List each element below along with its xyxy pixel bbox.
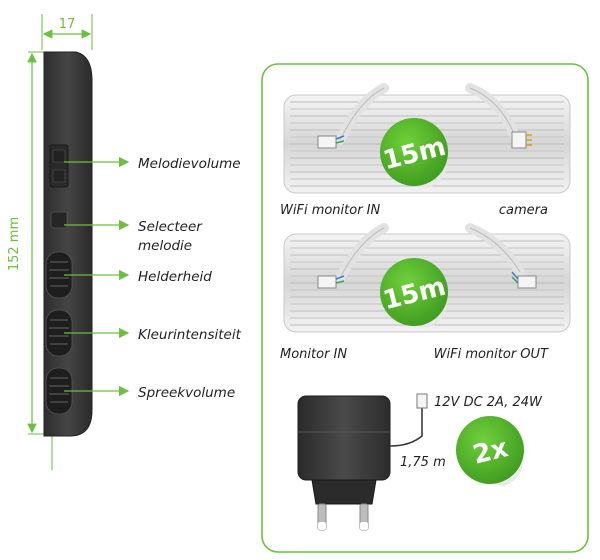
length-badge-2: 15m [380,258,449,328]
label-select-melody-2: melodie [138,238,192,254]
connector-plug-left-2 [317,275,337,289]
select-melody-button [50,211,68,229]
length-badge-1: 15m [380,118,449,188]
width-dimension-label: 17 [59,17,76,32]
adapter-spec: 12V DC 2A, 24W [434,395,543,410]
label-melody-volume: Melodievolume [138,156,241,172]
power-adapter [297,393,428,531]
connector-plug-right-2 [517,275,537,289]
label-brightness: Helderheid [138,269,212,285]
brightness-wheel [45,251,73,299]
connector-plug-left-1 [317,135,337,149]
label-select-melody-1: Selecteer [138,219,203,235]
dc-connector [416,393,428,409]
connector-plug-right-1 [511,131,527,149]
color-intensity-wheel [45,309,73,357]
cable-2-left-label: Monitor IN [280,347,347,362]
quantity-badge: 2x [456,416,524,486]
callout-speech-volume: Spreekvolume [64,385,235,401]
label-color-intensity: Kleurintensiteit [138,327,242,343]
label-speech-volume: Spreekvolume [138,385,235,401]
cable-2-right-label: WiFi monitor OUT [434,347,549,362]
callout-color-intensity: Kleurintensiteit [64,327,242,343]
height-dimension-label: 152 mm [7,217,22,271]
callout-brightness: Helderheid [64,269,212,285]
monitor-side-view [43,51,93,437]
cable-1-left-label: WiFi monitor IN [280,203,381,218]
callout-select-melody: Selecteer melodie [64,219,203,254]
width-dimension: 17 [41,14,93,50]
height-dimension: 152 mm [7,51,58,470]
cable-1-right-label: camera [499,203,548,218]
accessories-panel [261,63,589,553]
callout-melody-volume: Melodievolume [64,156,241,172]
adapter-cable-length: 1,75 m [400,455,446,470]
